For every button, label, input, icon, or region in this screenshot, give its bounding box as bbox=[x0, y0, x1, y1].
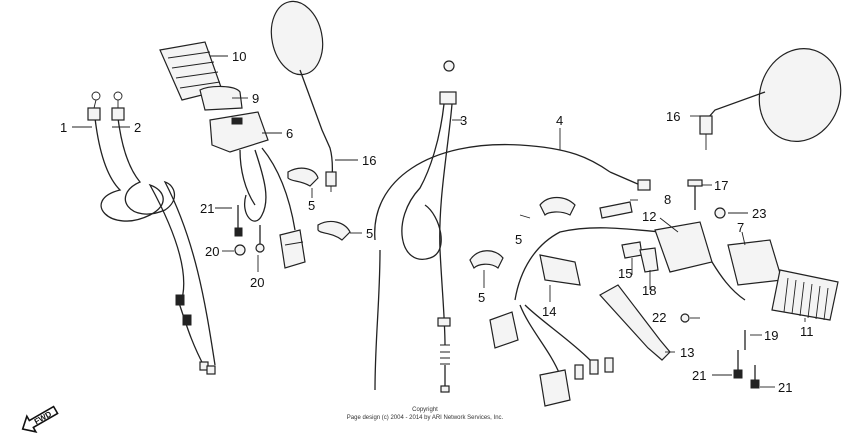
choke-cable-drawing bbox=[401, 60, 457, 393]
left-grip-assembly-drawing bbox=[159, 41, 306, 269]
callout-1: 1 bbox=[60, 120, 67, 135]
callout-3: 3 bbox=[460, 113, 467, 128]
wiring-harness-drawing bbox=[489, 227, 661, 407]
callout-22: 22 bbox=[652, 310, 666, 325]
callout-21b: 21 bbox=[692, 368, 706, 383]
callout-14: 14 bbox=[542, 304, 556, 319]
callout-17: 17 bbox=[714, 178, 728, 193]
callout-5c: 5 bbox=[515, 232, 522, 247]
callout-18: 18 bbox=[642, 283, 656, 298]
copyright-notice: Page design (c) 2004 - 2014 by ARI Netwo… bbox=[346, 415, 504, 421]
callout-6: 6 bbox=[286, 126, 293, 141]
callout-5b: 5 bbox=[366, 226, 373, 241]
copyright-label: Copyright bbox=[412, 407, 438, 413]
callout-13: 13 bbox=[680, 345, 694, 360]
callout-19: 19 bbox=[764, 328, 778, 343]
callout-5d: 5 bbox=[478, 290, 485, 305]
callout-12: 12 bbox=[642, 209, 656, 224]
callout-10: 10 bbox=[232, 49, 246, 64]
clutch-cable-drawing bbox=[374, 143, 651, 391]
callout-20a: 20 bbox=[205, 244, 219, 259]
left-clamps-drawing bbox=[287, 167, 351, 241]
callout-11: 11 bbox=[800, 324, 814, 339]
callout-4: 4 bbox=[556, 113, 563, 128]
center-clamps-drawing bbox=[469, 196, 576, 270]
callout-21a: 21 bbox=[200, 201, 214, 216]
forward-arrow-icon: FWD bbox=[21, 405, 59, 433]
callout-2: 2 bbox=[134, 120, 141, 135]
left-bolts-drawing bbox=[234, 205, 265, 256]
callout-9: 9 bbox=[252, 91, 259, 106]
left-mirror-drawing bbox=[270, 0, 337, 192]
right-switch-assembly-drawing bbox=[654, 221, 839, 321]
throttle-cables-drawing bbox=[87, 91, 216, 375]
callout-16b: 16 bbox=[666, 109, 680, 124]
callout-21c: 21 bbox=[778, 380, 792, 395]
callout-23: 23 bbox=[752, 206, 766, 221]
callout-5a: 5 bbox=[308, 198, 315, 213]
callout-20b: 20 bbox=[250, 275, 264, 290]
callout-8: 8 bbox=[664, 192, 671, 207]
leader-lines bbox=[72, 55, 806, 388]
callout-7: 7 bbox=[737, 220, 744, 235]
right-mirror-drawing bbox=[699, 48, 842, 150]
callout-15: 15 bbox=[618, 266, 632, 281]
small-hardware-drawing bbox=[599, 179, 760, 389]
callout-16a: 16 bbox=[362, 153, 376, 168]
